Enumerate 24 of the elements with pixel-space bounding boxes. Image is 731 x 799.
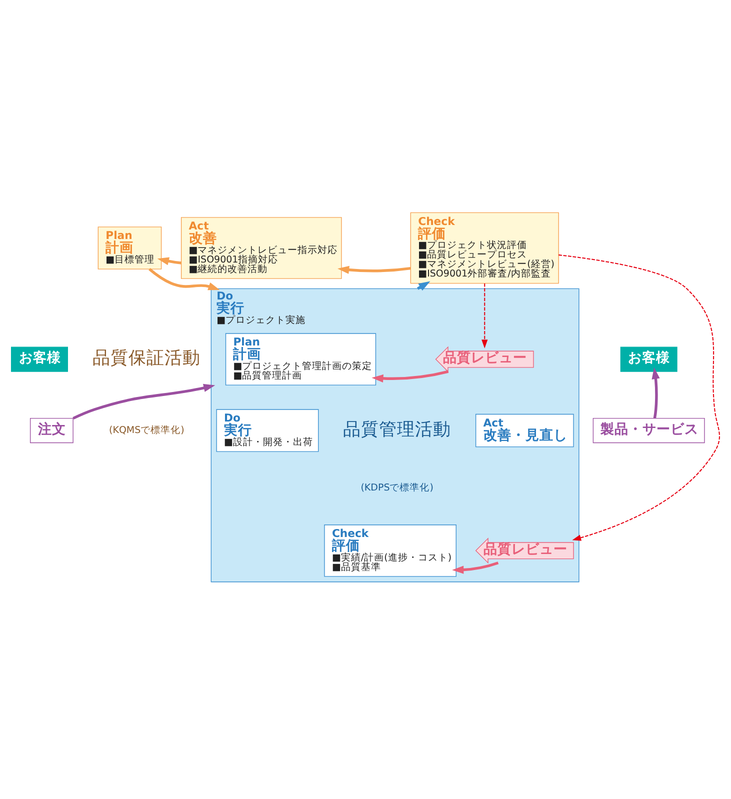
arrow <box>72 383 216 420</box>
node-box: Check 評価 ■プロジェクト状況評価 ■品質レビュープロセス ■マネジメントレビュー(経営) ■ISO9001外部審査/内部監査 <box>410 212 559 284</box>
label: (KQMSで標準化) <box>109 424 184 436</box>
node-box: Plan 計画 ■目標管理 <box>98 226 162 269</box>
arrow <box>482 282 488 348</box>
node-box: お客様 <box>620 346 678 372</box>
node-box: 注文 <box>30 417 74 443</box>
node-box: 製品・サービス <box>592 417 705 443</box>
arrow <box>558 254 720 540</box>
node-box: お客様 <box>10 346 68 372</box>
label: 品質保証活動 <box>92 348 201 368</box>
node-box: Check 評価 ■実績/計画(進捗・コスト) ■品質基準 <box>324 524 456 576</box>
arrow <box>157 256 182 265</box>
node-box: Act 改善 ■マネジメントレビュー指示対応 ■ISO9001指摘対応 ■継続的改善活動 <box>180 216 342 278</box>
label: 品質管理活動 <box>343 419 452 440</box>
node-box: Plan 計画 ■プロジェクト管理計画の策定 ■品質管理計画 <box>225 332 376 385</box>
node-box: Act 改善・見直し <box>475 413 574 447</box>
arrow <box>372 370 449 382</box>
arrow <box>452 561 499 574</box>
arrow <box>338 265 411 274</box>
label: (KDPSで標準化) <box>360 482 434 494</box>
arrow <box>652 366 660 418</box>
arrow <box>148 268 220 290</box>
node-box: Do 実行 ■設計・開発・出荷 <box>216 408 319 452</box>
